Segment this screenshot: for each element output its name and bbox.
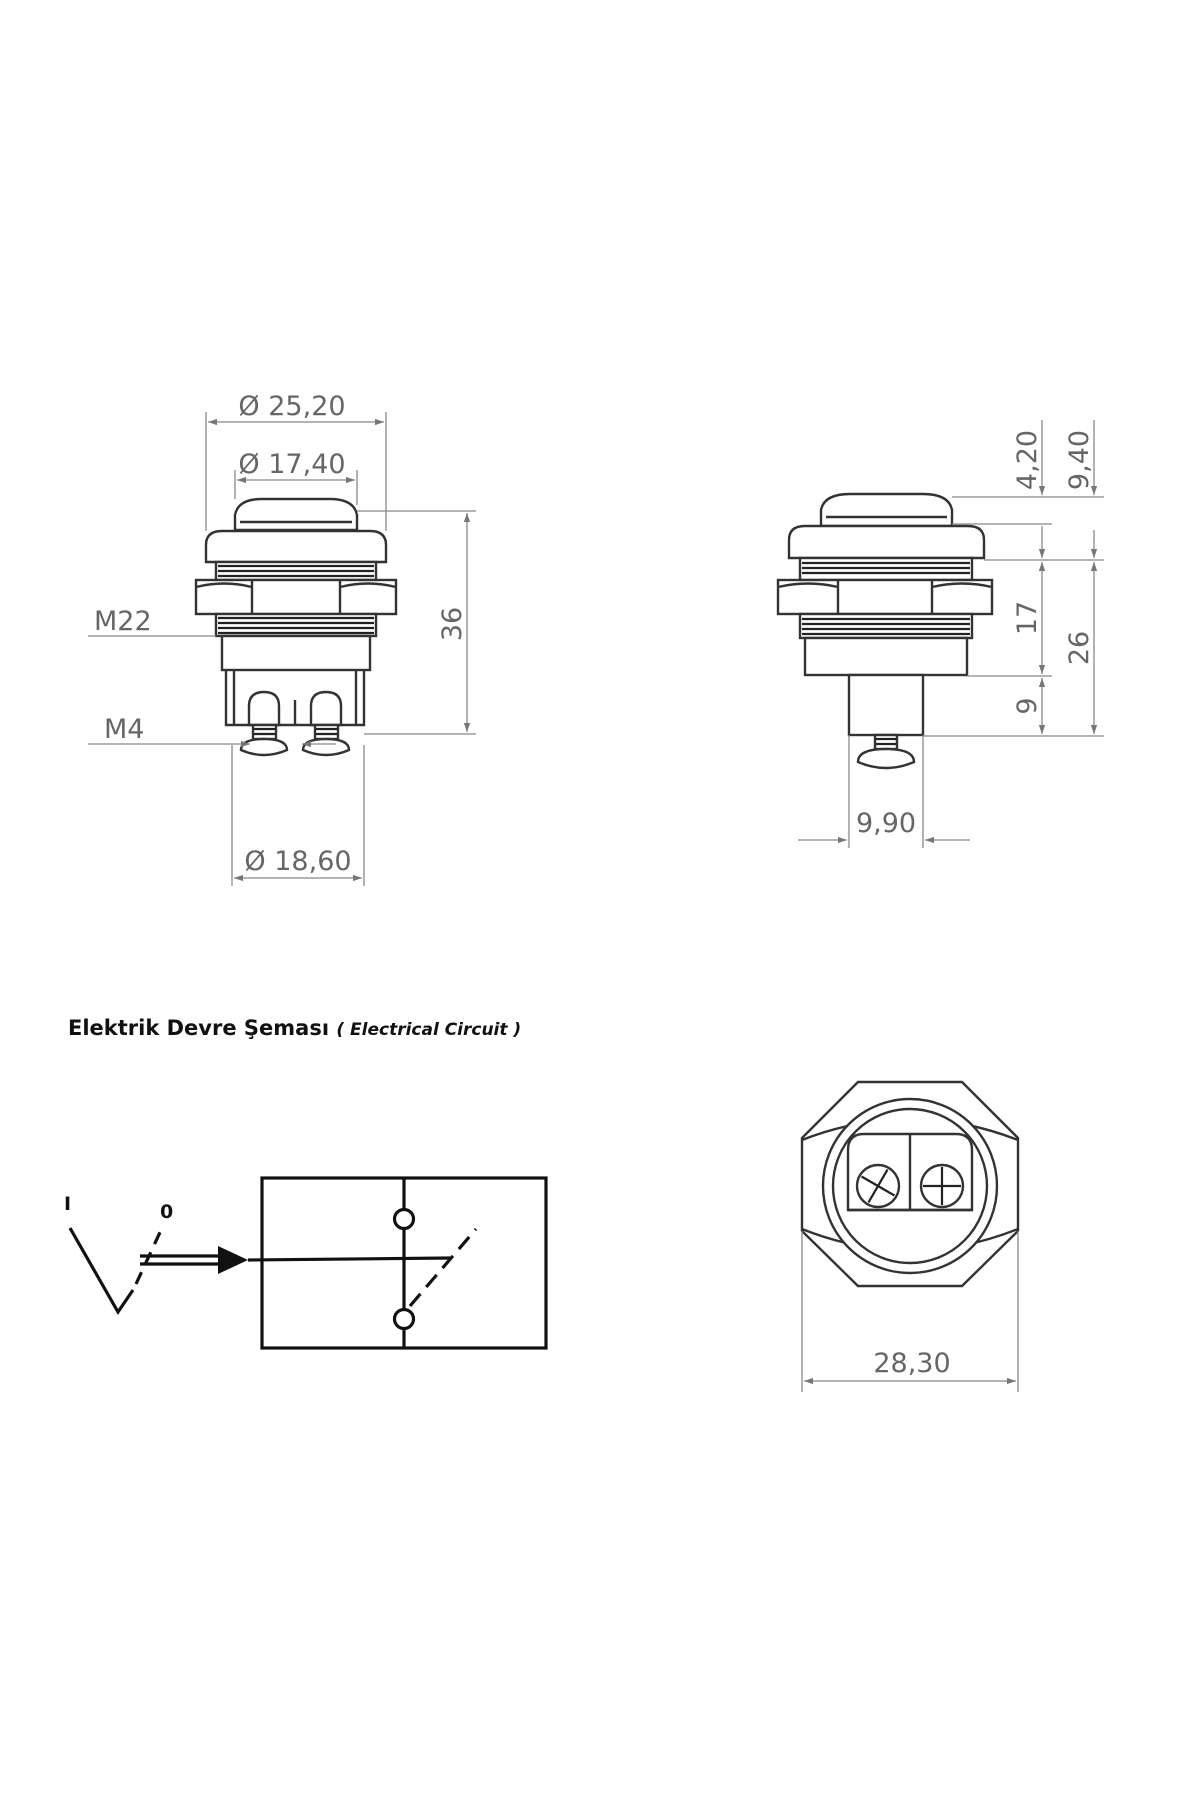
dim-cap-diameter: Ø 17,40 — [238, 449, 345, 480]
contact-lower — [392, 1307, 416, 1331]
dim-body-diameter: Ø 18,60 — [244, 846, 351, 877]
label-screw-m4: M4 — [104, 714, 144, 745]
label-thread-m22: M22 — [94, 606, 152, 637]
dim-side-9: 9 — [1012, 697, 1043, 714]
dim-side-26: 26 — [1064, 631, 1095, 665]
circuit-title: Elektrik Devre Şeması — [68, 1016, 330, 1040]
dim-terminal-width: 9,90 — [856, 808, 916, 839]
dim-side-4-20: 4,20 — [1012, 430, 1043, 490]
circuit-heading: Elektrik Devre Şeması ( Electrical Circu… — [68, 1016, 521, 1040]
side-view: 4,20 9,40 17 9 26 9,90 — [776, 420, 1104, 848]
circuit-diagram: I 0 — [64, 1176, 548, 1350]
actuator-arrow — [218, 1246, 248, 1274]
dim-side-9-40: 9,40 — [1064, 430, 1095, 490]
front-view: Ø 25,20 Ø 17,40 36 M22 M4 Ø 18,60 — [88, 391, 476, 886]
label-position-on: I — [64, 1193, 71, 1215]
dim-side-17: 17 — [1012, 601, 1043, 635]
label-position-off: 0 — [160, 1201, 173, 1223]
circuit-subtitle: ( Electrical Circuit ) — [336, 1020, 522, 1040]
contact-upper — [392, 1207, 416, 1231]
bottom-view: 28,30 — [800, 1080, 1020, 1392]
dim-outer-diameter: Ø 25,20 — [238, 391, 345, 422]
dim-total-height: 36 — [437, 607, 468, 641]
dim-hex-width: 28,30 — [873, 1348, 950, 1379]
